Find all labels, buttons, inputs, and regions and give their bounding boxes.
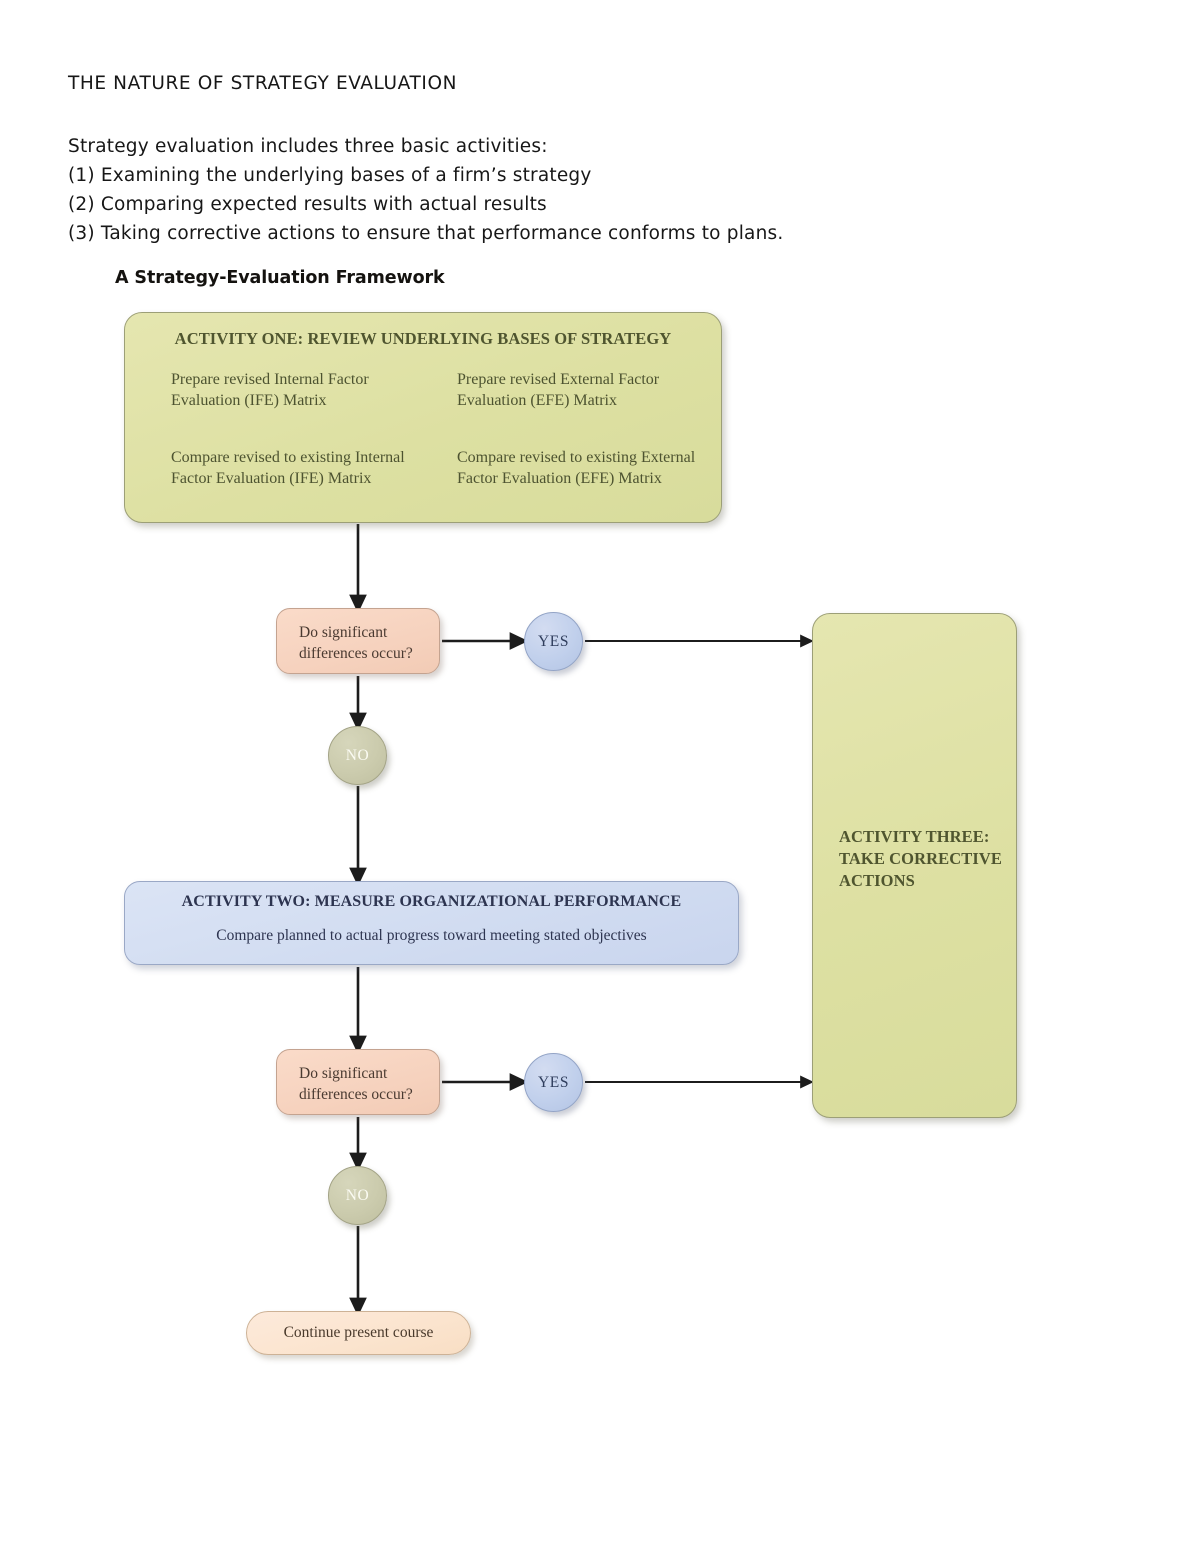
figure-title: A Strategy-Evaluation Framework [115, 268, 445, 288]
activity-two-box[interactable]: ACTIVITY TWO: MEASURE ORGANIZATIONAL PER… [124, 881, 739, 965]
activity-one-cell-efe-prepare: Prepare revised External Factor Evaluati… [457, 371, 660, 409]
activity-two-heading: ACTIVITY TWO: MEASURE ORGANIZATIONAL PER… [181, 893, 682, 910]
activity-three-box[interactable]: ACTIVITY THREE: TAKE CORRECTIVE ACTIONS [812, 613, 1017, 1118]
decision-one-no-node[interactable]: NO [328, 726, 387, 785]
continue-present-course-node[interactable]: Continue present course [246, 1311, 471, 1355]
decision-one-box[interactable]: Do significant differences occur? [276, 608, 440, 674]
decision-two-yes-node[interactable]: YES [524, 1053, 583, 1112]
intro-item-1: (1) Examining the underlying bases of a … [68, 165, 592, 186]
intro-item-2: (2) Comparing expected results with actu… [68, 194, 547, 215]
decision-two-box[interactable]: Do significant differences occur? [276, 1049, 440, 1115]
activity-two-subtext: Compare planned to actual progress towar… [216, 927, 647, 944]
page-title: THE NATURE OF STRATEGY EVALUATION [68, 73, 458, 94]
activity-one-heading: ACTIVITY ONE: REVIEW UNDERLYING BASES OF… [174, 329, 672, 348]
activity-three-label: ACTIVITY THREE: TAKE CORRECTIVE ACTIONS [839, 827, 1003, 890]
activity-one-cell-ife-prepare: Prepare revised Internal Factor Evaluati… [171, 371, 369, 409]
decision-one-yes-node[interactable]: YES [524, 612, 583, 671]
activity-one-box[interactable]: ACTIVITY ONE: REVIEW UNDERLYING BASES OF… [124, 312, 722, 523]
intro-lead-text: Strategy evaluation includes three basic… [68, 136, 548, 157]
activity-one-cell-efe-compare: Compare revised to existing External Fac… [457, 449, 696, 487]
decision-two-no-node[interactable]: NO [328, 1166, 387, 1225]
intro-item-3: (3) Taking corrective actions to ensure … [68, 223, 784, 244]
activity-one-cell-ife-compare: Compare revised to existing Internal Fac… [171, 449, 405, 487]
